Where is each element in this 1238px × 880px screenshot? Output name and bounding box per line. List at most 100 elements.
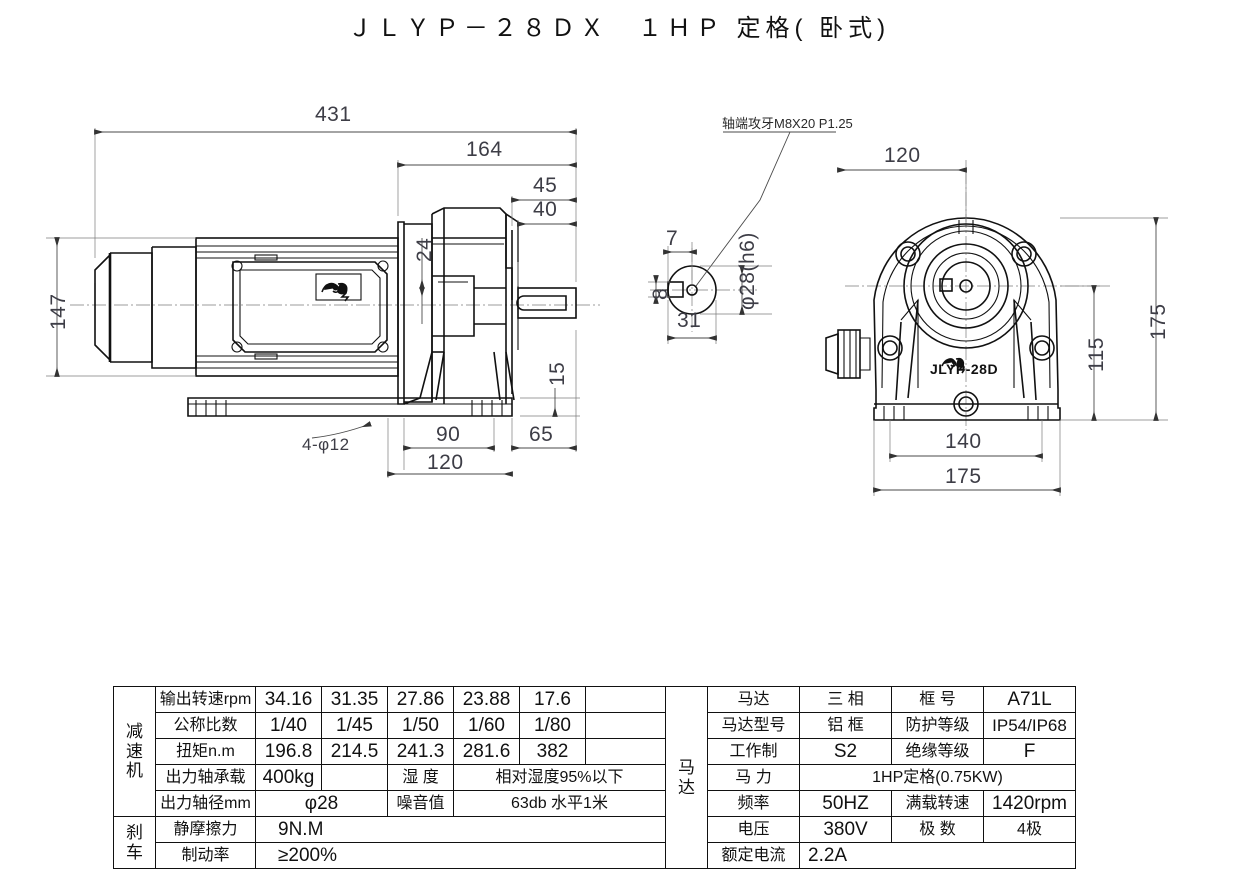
motor-table: 马达 马达 三 相 框 号 A71L 马达型号 铝 框 防护等级 IP54/IP… bbox=[665, 686, 1076, 869]
table-row: 马达型号 铝 框 防护等级 IP54/IP68 bbox=[666, 712, 1076, 739]
dim-24: 24 bbox=[413, 237, 436, 262]
motor-side-label: 马达 bbox=[665, 686, 708, 869]
nameplate-model-text: JLYP-28D bbox=[930, 361, 999, 377]
cell-ratio-4: 1/60 bbox=[453, 712, 520, 739]
shaft-end-view-dimensions bbox=[648, 242, 772, 344]
cell-insulation: F bbox=[983, 738, 1076, 765]
table-row: 公称比数 1/40 1/45 1/50 1/60 1/80 bbox=[114, 712, 666, 739]
cell-torque-4: 281.6 bbox=[453, 738, 520, 765]
cell-motor-phase: 三 相 bbox=[799, 686, 892, 713]
cell-ratio-2: 1/45 bbox=[321, 712, 388, 739]
table-row: 扭矩n.m 196.8 214.5 241.3 281.6 382 bbox=[114, 738, 666, 765]
dim-base-120: 120 bbox=[427, 451, 464, 474]
cell-rpm-6 bbox=[585, 686, 666, 713]
gear-reducer-table: 减速机 输出转速rpm 34.16 31.35 27.86 23.88 17.6… bbox=[113, 686, 666, 869]
row-label-protection: 防护等级 bbox=[891, 712, 984, 739]
dim-foot-90: 90 bbox=[436, 423, 461, 446]
dim-end-120: 120 bbox=[884, 144, 921, 167]
note-shaft-thread: 轴端攻牙M8X20 P1.25 bbox=[722, 116, 853, 131]
row-label-output-rpm: 输出转速rpm bbox=[155, 686, 256, 713]
cell-static-friction-value: 9N.M bbox=[255, 816, 666, 843]
cell-noise-value: 63db 水平1米 bbox=[453, 790, 666, 817]
cell-shaft-dia-value: φ28 bbox=[255, 790, 388, 817]
cell-ratio-1: 1/40 bbox=[255, 712, 322, 739]
cell-shaft-load-value: 400kg bbox=[255, 764, 322, 791]
table-row: 刹车 静摩擦力 9N.M bbox=[113, 816, 666, 869]
cell-rpm-1: 34.16 bbox=[255, 686, 322, 713]
cell-brake-rate-value: ≥200% bbox=[255, 842, 666, 869]
dim-end-140: 140 bbox=[945, 430, 982, 453]
cell-torque-6 bbox=[585, 738, 666, 765]
cell-torque-1: 196.8 bbox=[255, 738, 322, 765]
row-label-insulation: 绝缘等级 bbox=[891, 738, 984, 765]
gear-side-label: 减速机 bbox=[113, 686, 156, 817]
cell-frequency: 50HZ bbox=[799, 790, 892, 817]
row-label-brake-rate: 制动率 bbox=[155, 842, 256, 869]
side-view-geometry bbox=[70, 207, 600, 417]
row-label-static-friction: 静摩擦力 bbox=[155, 816, 256, 843]
row-label-noise: 噪音值 bbox=[387, 790, 454, 817]
table-row: 电压 380V 极 数 4极 bbox=[666, 816, 1076, 843]
dim-end-175-vertical: 175 bbox=[1147, 303, 1170, 340]
row-label-frequency: 频率 bbox=[707, 790, 800, 817]
cell-full-load-rpm: 1420rpm bbox=[983, 790, 1076, 817]
cell-shaft-load-gap bbox=[321, 764, 388, 791]
row-label-poles: 极 数 bbox=[891, 816, 984, 843]
cell-frame-no: A71L bbox=[983, 686, 1076, 713]
table-row: 出力轴径mm φ28 噪音值 63db 水平1米 bbox=[114, 790, 666, 817]
cell-rpm-5: 17.6 bbox=[519, 686, 586, 713]
cell-poles: 4极 bbox=[983, 816, 1076, 843]
cell-power-value: 1HP定格(0.75KW) bbox=[799, 764, 1076, 791]
cell-rated-current: 2.2A bbox=[799, 842, 1076, 869]
dim-flange-45: 45 bbox=[533, 174, 558, 197]
cell-duty: S2 bbox=[799, 738, 892, 765]
motor-side-label-text: 马达 bbox=[678, 757, 695, 797]
cell-ratio-6 bbox=[585, 712, 666, 739]
cell-ratio-5: 1/80 bbox=[519, 712, 586, 739]
side-view-dimensions bbox=[46, 128, 580, 478]
label-mounting-holes: 4-φ12 bbox=[302, 435, 350, 454]
dim-tail-65: 65 bbox=[529, 423, 554, 446]
row-label-full-load-rpm: 满载转速 bbox=[891, 790, 984, 817]
cell-rpm-4: 23.88 bbox=[453, 686, 520, 713]
table-row: 额定电流 2.2A bbox=[666, 842, 1076, 869]
dim-shaft-diameter: φ28(h6) bbox=[736, 232, 759, 310]
table-row: 工作制 S2 绝缘等级 F bbox=[666, 738, 1076, 765]
dim-end-115: 115 bbox=[1085, 337, 1108, 372]
end-view-dimensions bbox=[837, 160, 1168, 496]
table-row: 马 力 1HP定格(0.75KW) bbox=[666, 764, 1076, 791]
row-label-frame-no: 框 号 bbox=[891, 686, 984, 713]
cell-voltage: 380V bbox=[799, 816, 892, 843]
table-row: 频率 50HZ 满载转速 1420rpm bbox=[666, 790, 1076, 817]
dim-key-7: 7 bbox=[666, 227, 679, 250]
brake-side-label-text: 刹车 bbox=[126, 822, 143, 862]
cell-protection: IP54/IP68 bbox=[983, 712, 1076, 739]
row-label-shaft-dia: 出力轴径mm bbox=[155, 790, 256, 817]
brake-side-label: 刹车 bbox=[113, 816, 156, 869]
dim-gearbox-length: 164 bbox=[466, 138, 503, 161]
cell-ratio-3: 1/50 bbox=[387, 712, 454, 739]
end-view-geometry bbox=[825, 170, 1100, 430]
cell-rpm-3: 27.86 bbox=[387, 686, 454, 713]
gear-side-label-text: 减速机 bbox=[126, 722, 143, 781]
row-label-ratio: 公称比数 bbox=[155, 712, 256, 739]
page-title: ＪＬＹＰ－２８ＤＸ １ＨＰ 定格( 卧式) bbox=[347, 15, 891, 42]
table-row: 减速机 输出转速rpm 34.16 31.35 27.86 23.88 17.6 bbox=[113, 686, 666, 817]
row-label-humidity: 湿 度 bbox=[387, 764, 454, 791]
row-label-voltage: 电压 bbox=[707, 816, 800, 843]
row-label-rated-current: 额定电流 bbox=[707, 842, 800, 869]
dim-foot-thickness-15: 15 bbox=[546, 361, 569, 386]
row-label-shaft-load: 出力轴承载 bbox=[155, 764, 256, 791]
cell-torque-5: 382 bbox=[519, 738, 586, 765]
cell-humidity-value: 相对湿度95%以下 bbox=[453, 764, 666, 791]
table-row: 出力轴承载 400kg 湿 度 相对湿度95%以下 bbox=[114, 764, 666, 791]
dim-shaft-31: 31 bbox=[677, 309, 702, 332]
row-label-power: 马 力 bbox=[707, 764, 800, 791]
row-label-motor: 马达 bbox=[707, 686, 800, 713]
dim-overall-length: 431 bbox=[315, 103, 352, 126]
table-row: 制动率 ≥200% bbox=[114, 842, 666, 869]
dim-motor-height: 147 bbox=[47, 293, 70, 330]
cell-rpm-2: 31.35 bbox=[321, 686, 388, 713]
